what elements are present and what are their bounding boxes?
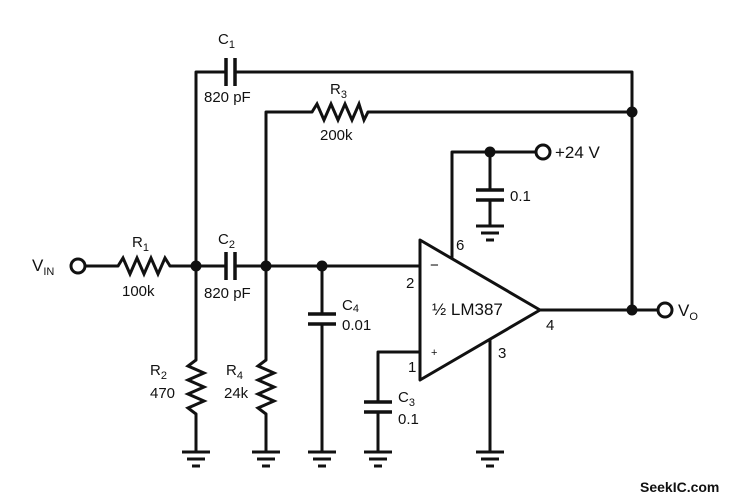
- junction-dots: [190, 106, 638, 316]
- ground-r2: [182, 450, 210, 468]
- capacitor-c1: [216, 58, 244, 86]
- watermark: SeekIC.com: [640, 479, 719, 495]
- r3-value: 200k: [320, 127, 353, 144]
- c3-label: C3: [398, 389, 415, 409]
- pin-2-label: 2: [406, 275, 414, 292]
- bypass-cap-value: 0.1: [510, 188, 531, 205]
- ground-r4: [252, 450, 280, 468]
- capacitor-supply-bypass: [476, 188, 504, 202]
- ground-pin3: [476, 450, 504, 468]
- pin-6-label: 6: [456, 237, 464, 254]
- r2-label: R2: [150, 362, 167, 382]
- vo-label: VO: [678, 301, 698, 323]
- ground-c4: [308, 450, 336, 468]
- pin-3-label: 3: [498, 345, 506, 362]
- ground-symbols: [182, 224, 504, 468]
- r4-label: R4: [226, 362, 243, 382]
- r1-value: 100k: [122, 283, 155, 300]
- ground-supply-bypass: [476, 224, 504, 242]
- vo-terminal: [656, 301, 674, 319]
- r3-label: R3: [330, 81, 347, 101]
- ground-c3: [364, 450, 392, 468]
- r1-label: R1: [132, 234, 149, 254]
- resistor-r4: [254, 358, 278, 416]
- c3-value: 0.1: [398, 411, 419, 428]
- c1-value: 820 pF: [204, 89, 251, 106]
- resistor-r3: [310, 99, 370, 124]
- opamp-minus: −: [430, 257, 439, 274]
- vin-terminal: [69, 257, 87, 275]
- c2-value: 820 pF: [204, 285, 251, 302]
- capacitor-c2: [216, 252, 244, 280]
- c2-label: C2: [218, 231, 235, 251]
- pin-4-label: 4: [546, 317, 554, 334]
- r4-value: 24k: [224, 385, 249, 402]
- wires: [84, 70, 660, 454]
- c4-label: C4: [342, 297, 359, 315]
- r2-value: 470: [150, 385, 175, 402]
- opamp-plus: +: [431, 347, 437, 359]
- opamp-lm387: [418, 238, 542, 382]
- capacitor-c4: [308, 312, 336, 326]
- resistor-r1: [116, 254, 172, 278]
- supply-label: +24 V: [555, 143, 601, 162]
- supply-terminal: [534, 143, 552, 161]
- resistor-r2: [184, 358, 208, 416]
- vin-label: VIN: [32, 256, 54, 278]
- c1-label: C1: [218, 31, 235, 51]
- pin-1-label: 1: [408, 359, 416, 376]
- c4-value: 0.01: [342, 317, 371, 334]
- capacitor-c3: [364, 400, 392, 414]
- opamp-label: ½ LM387: [432, 300, 503, 319]
